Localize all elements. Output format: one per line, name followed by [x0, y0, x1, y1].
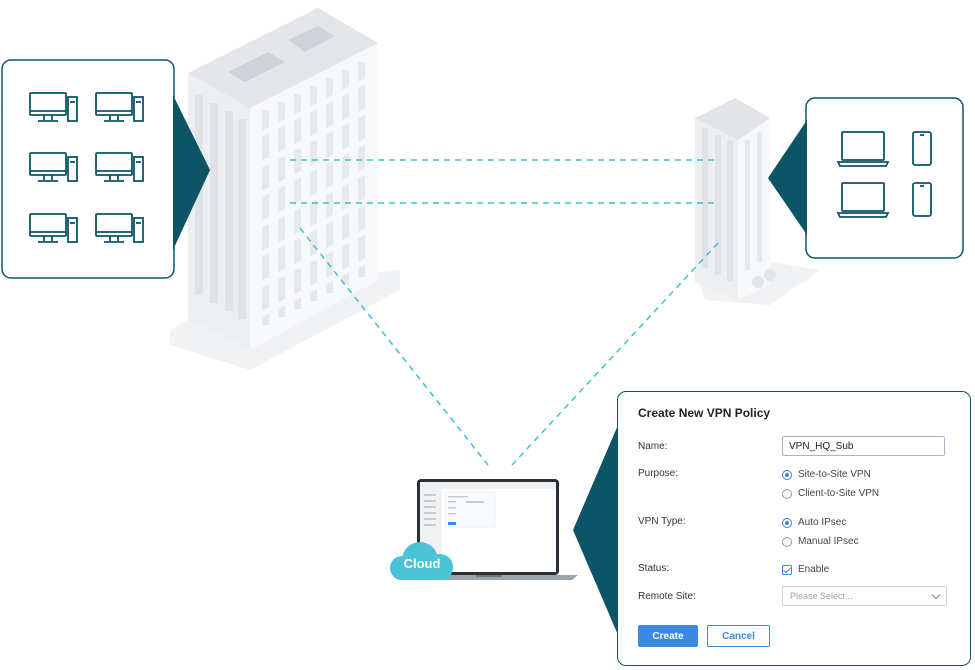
cancel-button[interactable]: Cancel — [707, 625, 770, 647]
radio-selected-icon[interactable] — [782, 517, 792, 528]
dialog-title: Create New VPN Policy — [638, 406, 771, 420]
laptop-icon — [836, 131, 890, 167]
dialog-callout-pointer — [573, 425, 618, 635]
desktop-icon — [95, 92, 144, 122]
radio-unselected-icon[interactable] — [782, 488, 792, 499]
vpn-type-option-label: Manual IPsec — [798, 536, 859, 547]
create-vpn-policy-dialog: Create New VPN Policy Name: Purpose: Sit… — [617, 391, 971, 666]
status-enable-checkbox[interactable]: Enable — [782, 564, 829, 575]
purpose-option-client-to-site[interactable]: Client-to-Site VPN — [782, 488, 879, 499]
desktop-icon — [29, 213, 78, 243]
radio-selected-icon[interactable] — [782, 469, 792, 480]
hq-building — [188, 8, 380, 350]
phone-icon — [912, 182, 932, 217]
phone-icon — [912, 131, 932, 166]
purpose-label: Purpose: — [638, 468, 679, 479]
management-laptop — [400, 479, 578, 580]
cloud-icon — [390, 542, 453, 580]
status-option-label: Enable — [798, 564, 830, 575]
vpn-type-option-manual-ipsec[interactable]: Manual IPsec — [782, 536, 859, 547]
desktop-icon — [95, 213, 144, 243]
desktop-icon — [95, 152, 144, 182]
purpose-option-site-to-site[interactable]: Site-to-Site VPN — [782, 469, 871, 480]
cloud-label: Cloud — [403, 556, 441, 571]
laptop-icon — [836, 182, 890, 218]
vpn-type-option-auto-ipsec[interactable]: Auto IPsec — [782, 517, 846, 528]
radio-unselected-icon[interactable] — [782, 536, 792, 547]
hq-device-grid — [29, 92, 144, 243]
purpose-option-label: Site-to-Site VPN — [798, 469, 871, 480]
vpn-type-option-label: Auto IPsec — [798, 517, 847, 528]
branch-building — [695, 98, 776, 300]
desktop-icon — [29, 92, 78, 122]
branch-device-grid — [836, 131, 932, 218]
vpn-links — [290, 159, 719, 466]
checkbox-checked-icon[interactable] — [782, 564, 792, 575]
vpn-type-label: VPN Type: — [638, 516, 686, 527]
status-label: Status: — [638, 563, 670, 574]
name-input[interactable] — [782, 436, 945, 456]
branch-devices-callout — [768, 97, 964, 259]
remote-site-select[interactable]: Please Select... — [782, 586, 947, 606]
remote-site-placeholder: Please Select... — [790, 591, 853, 601]
remote-site-label: Remote Site: — [638, 591, 696, 602]
purpose-option-label: Client-to-Site VPN — [798, 488, 880, 499]
create-button[interactable]: Create — [638, 625, 698, 647]
chevron-down-icon — [931, 590, 941, 600]
link-hq-cloud — [299, 227, 489, 466]
desktop-icon — [29, 152, 78, 182]
name-label: Name: — [638, 441, 668, 452]
